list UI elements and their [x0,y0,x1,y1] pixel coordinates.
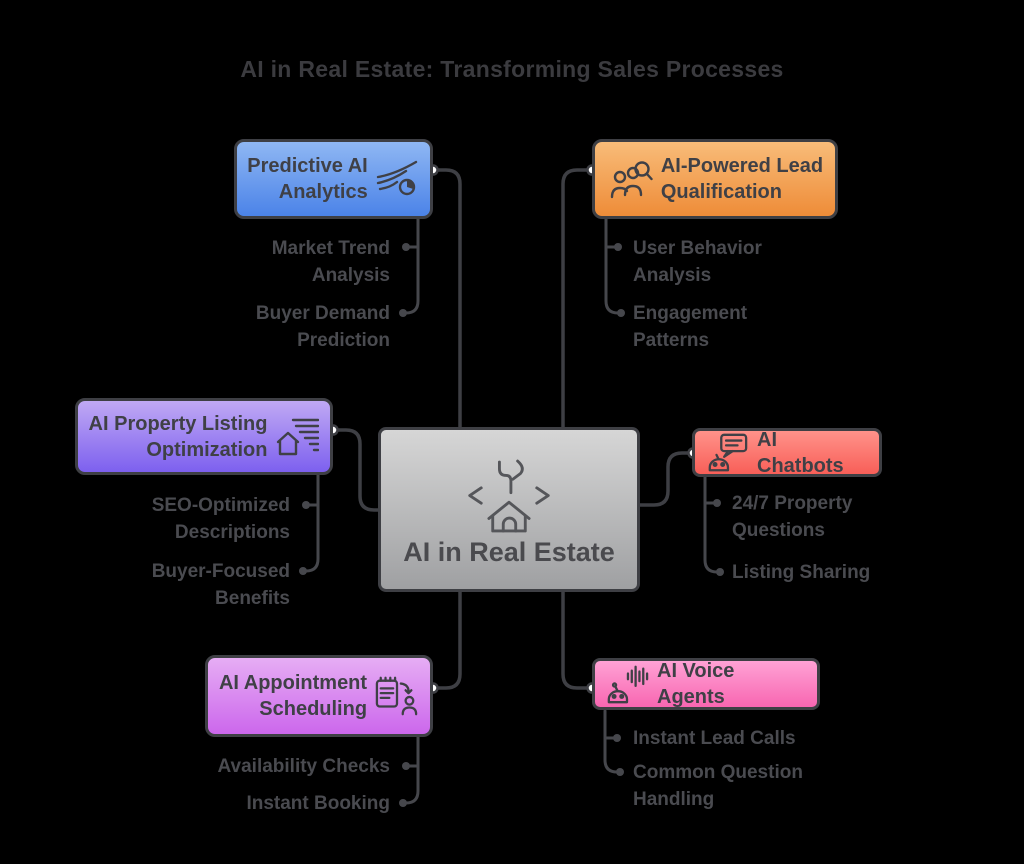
node-ai-appointment-scheduling: AI Appointment Scheduling [205,655,433,737]
edge-center-to-voice [561,590,594,690]
sub-item: Listing Sharing [732,562,871,583]
sub-item: Market Trend Analysis [271,238,390,286]
ai-house-code-icon [464,459,554,533]
sub-item: Common Question Handling [633,762,803,810]
sub-item: Instant Booking [246,793,390,814]
sub-item: Availability Checks [217,756,390,777]
voice-agent-icon [605,663,649,705]
branch-chatbots-children [703,475,719,574]
sub-item: Buyer Demand Prediction [255,303,390,351]
appointment-scheduling-icon [375,675,419,717]
node-label: AI Property Listing Optimization [88,412,268,461]
edge-leadqual-to-center [561,168,594,429]
node-ai-powered-lead-qualification: AI-Powered Lead Qualification [592,139,838,219]
node-ai-property-listing-optimization: AI Property Listing Optimization [75,398,333,475]
sub-item: SEO-Optimized Descriptions [151,495,290,543]
node-label: Predictive AI Analytics [247,155,368,203]
center-label: AI in Real Estate [403,537,615,567]
branch-listing-children [304,473,320,573]
branch-leadqual-children [604,217,620,315]
predictive-analytics-icon [376,159,420,199]
edge-center-to-chatbots [638,451,695,507]
branch-predictive-children [404,217,420,315]
sub-item: Instant Lead Calls [633,728,796,749]
node-label: AI Voice Agents [657,660,735,708]
lead-qualification-icon [607,159,653,199]
node-label: AI Chatbots [757,428,844,477]
branch-appointment-children [404,735,420,805]
edge-listing-to-center [331,428,380,512]
edge-center-to-appointment [431,590,462,690]
edge-predictive-to-center [431,168,462,429]
page-title: AI in Real Estate: Transforming Sales Pr… [240,56,784,82]
node-label: AI Appointment Scheduling [218,672,368,720]
node-label: AI-Powered Lead Qualification [660,155,824,203]
node-ai-voice-agents: AI Voice Agents [592,658,820,710]
listing-optimization-icon [275,416,320,458]
chatbot-icon [705,432,749,474]
sub-item: Engagement Patterns [633,303,748,351]
node-ai-chatbots: AI Chatbots [692,428,882,477]
node-center-ai-in-real-estate: AI in Real Estate [378,427,640,592]
branch-voice-children [603,709,619,774]
node-predictive-ai-analytics: Predictive AI Analytics [234,139,433,219]
sub-item: Buyer-Focused Benefits [151,561,290,609]
child-bullets [299,243,724,807]
sub-item: User Behavior Analysis [633,238,762,286]
sub-item: 24/7 Property Questions [732,493,853,541]
